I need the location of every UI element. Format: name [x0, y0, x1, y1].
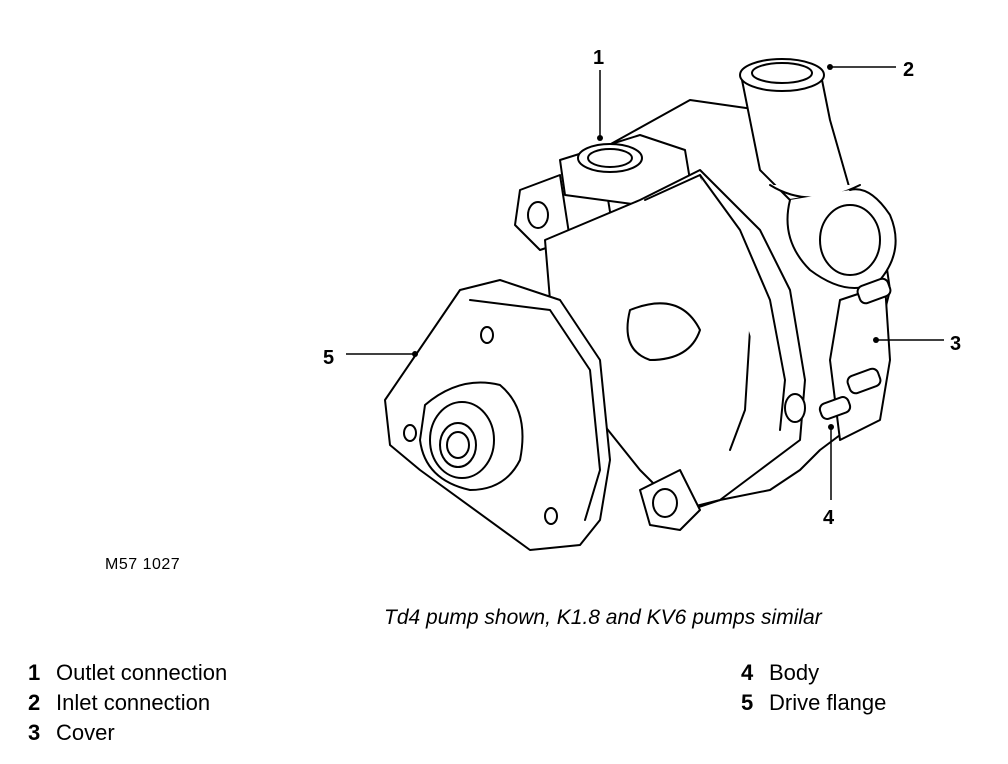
legend-item: 1 Outlet connection: [28, 658, 227, 688]
callout-2: 2: [903, 59, 914, 81]
legend-label: Outlet connection: [56, 660, 228, 685]
callout-3: 3: [950, 333, 961, 355]
legend-item: 3 Cover: [28, 718, 227, 748]
legend-label: Body: [769, 660, 820, 685]
legend-number: 5: [741, 690, 754, 715]
legend-label: Inlet connection: [56, 690, 211, 715]
figure-id: M57 1027: [105, 556, 181, 573]
legend-number: 3: [28, 720, 41, 745]
legend-label: Drive flange: [769, 690, 887, 715]
legend-item: 2 Inlet connection: [28, 688, 227, 718]
legend-number: 1: [28, 660, 41, 685]
callout-1: 1: [593, 47, 604, 69]
legend-item: 5 Drive flange: [741, 688, 886, 718]
legend-right: 4 Body 5 Drive flange: [741, 658, 886, 718]
legend-label: Cover: [56, 720, 115, 745]
cover: [829, 284, 891, 441]
legend-number: 2: [28, 690, 41, 715]
legend-left: 1 Outlet connection 2 Inlet connection 3 Co…: [28, 658, 227, 748]
legend-number: 4: [741, 660, 754, 685]
legend-item: 4 Body: [741, 658, 886, 688]
callout-4: 4: [823, 507, 835, 529]
callout-5: 5: [323, 347, 334, 369]
pump-illustration: 1 2 3 4 5: [323, 47, 961, 551]
figure-caption: Td4 pump shown, K1.8 and KV6 pumps simil…: [384, 606, 822, 629]
